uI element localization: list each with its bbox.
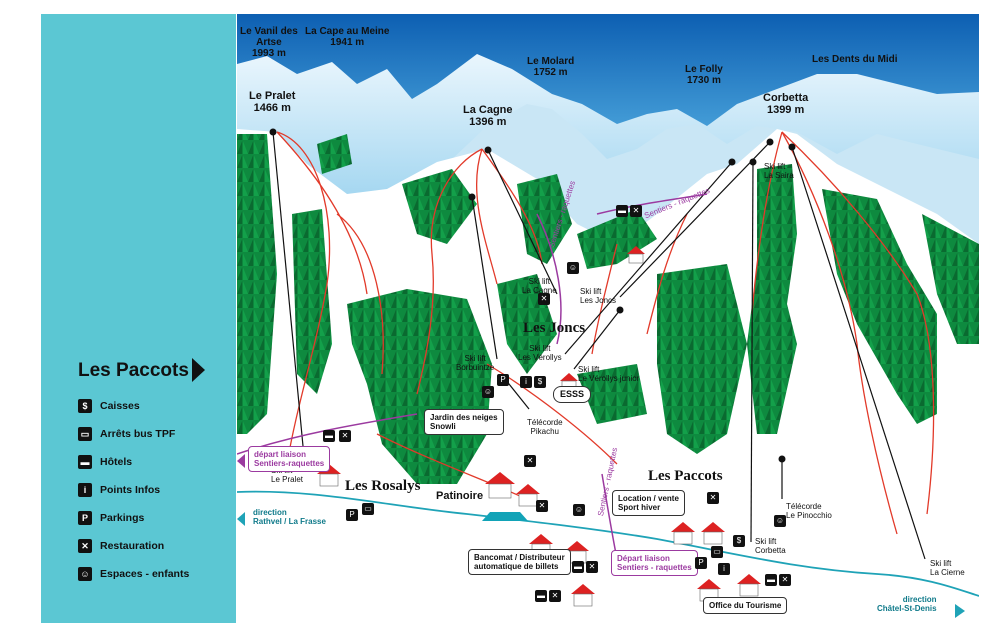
forest-upper-joncs xyxy=(577,209,657,269)
town-les-paccots: Les Paccots xyxy=(648,468,723,484)
restaurant-icon[interactable]: ✕ xyxy=(538,293,550,305)
hotel-bed-icon[interactable]: ▬ xyxy=(765,574,777,586)
office-du-tourisme-box[interactable]: Office du Tourisme xyxy=(703,597,788,614)
parking-icon: P xyxy=(78,511,92,525)
peak-dents-du-midi: Les Dents du Midi xyxy=(812,54,898,65)
kids-area-icon[interactable]: ☺ xyxy=(774,515,786,527)
esss-box[interactable]: ESSS xyxy=(553,386,592,403)
forest-esss xyxy=(577,364,647,424)
cash-register-icon[interactable]: $ xyxy=(733,535,745,547)
restaurant-icon[interactable]: ✕ xyxy=(536,500,548,512)
kids-area-icon[interactable]: ☺ xyxy=(567,262,579,274)
cash-register-icon[interactable]: $ xyxy=(534,376,546,388)
hotel-bed-icon[interactable]: ▬ xyxy=(535,590,547,602)
restaurant-icon[interactable]: ✕ xyxy=(779,574,791,586)
forest-paccots xyxy=(657,264,747,454)
road xyxy=(236,490,980,597)
legend-arrow-icon xyxy=(192,358,205,382)
forest-east xyxy=(922,214,979,344)
kids-area-icon[interactable]: ☺ xyxy=(573,504,585,516)
cash-register-icon: $ xyxy=(78,399,92,413)
kids-area-icon: ☺ xyxy=(78,567,92,581)
parking-icon[interactable]: P xyxy=(346,509,358,521)
hotel-bed-icon[interactable]: ▬ xyxy=(572,561,584,573)
info-icon[interactable]: i xyxy=(520,376,532,388)
restaurant-icon[interactable]: ✕ xyxy=(524,455,536,467)
forest-ridge xyxy=(317,134,352,174)
forest-cierne xyxy=(822,189,937,424)
forest-corbetta xyxy=(747,164,797,434)
bus-stop-icon: ▭ xyxy=(78,427,92,441)
parking-icon[interactable]: P xyxy=(695,557,707,569)
forest-cagne-east xyxy=(517,174,572,264)
lift-lines xyxy=(272,131,926,560)
restaurant-icon[interactable]: ✕ xyxy=(707,492,719,504)
town-les-joncs: Les Joncs xyxy=(523,320,586,336)
parking-icon[interactable]: P xyxy=(497,374,509,386)
bus-stop-icon[interactable]: ▭ xyxy=(711,546,723,558)
info-icon[interactable]: i xyxy=(718,563,730,575)
map-artwork xyxy=(236,14,980,623)
restaurant-icon[interactable]: ✕ xyxy=(586,561,598,573)
legend-title: Les Paccots xyxy=(78,360,189,381)
restaurant-icon[interactable]: ✕ xyxy=(630,205,642,217)
bus-stop-icon[interactable]: ▭ xyxy=(362,503,374,515)
forest-pralet xyxy=(292,209,332,394)
direction-arrow-right xyxy=(955,604,965,618)
hotel-bed-icon[interactable]: ▬ xyxy=(323,430,335,442)
hotel-bed-icon[interactable]: ▬ xyxy=(616,205,628,217)
restaurant-icon[interactable]: ✕ xyxy=(339,430,351,442)
kids-area-icon[interactable]: ☺ xyxy=(482,386,494,398)
restaurant-icon: ✕ xyxy=(78,539,92,553)
info-icon: i xyxy=(78,483,92,497)
ski-map xyxy=(236,14,980,623)
depart-arrow-left xyxy=(237,454,245,468)
forest-west xyxy=(237,134,277,434)
forest-cagne-west xyxy=(402,169,477,244)
hotel-bed-icon: ▬ xyxy=(78,455,92,469)
town-les-rosalys: Les Rosalys xyxy=(345,478,421,494)
direction-arrow-left xyxy=(237,512,245,526)
patinoire-label: Patinoire xyxy=(436,490,484,502)
legend-panel xyxy=(41,14,236,623)
restaurant-icon[interactable]: ✕ xyxy=(549,590,561,602)
